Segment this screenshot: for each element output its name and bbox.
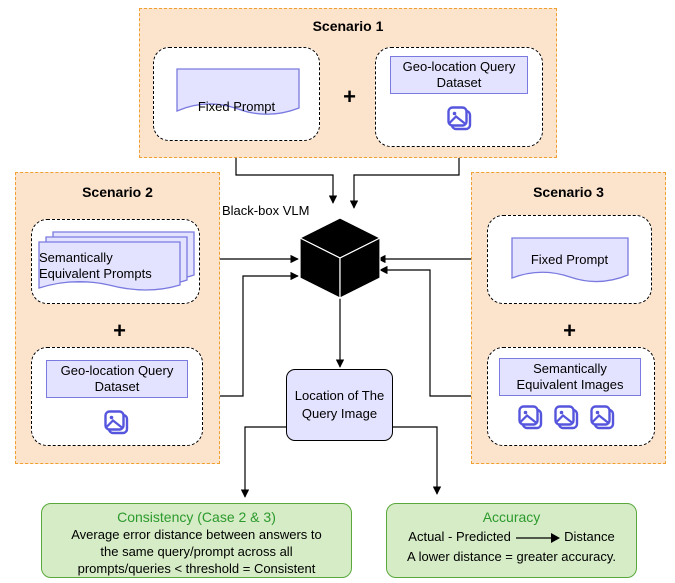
scenario-1-title: Scenario 1	[312, 18, 384, 34]
plus-sign: +	[343, 84, 356, 109]
plus-sign: +	[563, 318, 576, 343]
cube-icon	[298, 217, 382, 299]
arrow-right-icon	[515, 532, 560, 543]
arrow-s1-dataset-to-vlm	[349, 143, 460, 209]
image-icon	[518, 405, 543, 430]
fixed-prompt-label: Fixed Prompt	[530, 252, 609, 267]
accuracy-formula: Actual - Predicted Distance	[387, 528, 636, 545]
consistency-line-2: the same query/prompt across all	[100, 544, 293, 559]
plus-sign: +	[113, 318, 126, 343]
image-icon	[590, 405, 615, 430]
document-icon	[176, 68, 300, 115]
scenario-1-prompt-box: Fixed Prompt	[153, 47, 320, 141]
consistency-box: Consistency (Case 2 & 3) Average error d…	[41, 503, 352, 578]
scenario-1-panel: Scenario 1 Fixed Prompt + Geo-location Q…	[139, 8, 557, 158]
arrow-location-to-accuracy	[392, 426, 442, 495]
accuracy-title: Accuracy	[482, 509, 541, 525]
scenario-3-prompt-box: Fixed Prompt	[487, 215, 652, 304]
accuracy-formula-left: Actual - Predicted	[408, 529, 511, 544]
scenario-2-title: Scenario 2	[82, 184, 153, 200]
vlm-label: Black-box VLM	[222, 203, 310, 218]
image-icon	[554, 405, 579, 430]
document-icon	[511, 237, 629, 283]
image-icon	[104, 410, 129, 435]
image-icon	[447, 106, 472, 131]
accuracy-box: Accuracy Actual - Predicted Distance A l…	[386, 503, 637, 578]
arrow-s1-prompt-to-vlm	[235, 143, 338, 204]
document-stack-icon	[38, 231, 195, 291]
consistency-title: Consistency (Case 2 & 3)	[117, 509, 276, 525]
accuracy-line-2: A lower distance = greater accuracy.	[407, 549, 616, 564]
arrow-location-to-consistency	[240, 426, 287, 498]
fixed-prompt-label: Fixed Prompt	[197, 99, 276, 114]
consistency-line-3: prompts/queries < threshold = Consistent	[77, 561, 316, 576]
scenario-3-title: Scenario 3	[533, 184, 604, 200]
consistency-line-1: Average error distance between answers t…	[71, 527, 322, 542]
accuracy-formula-right: Distance	[564, 529, 615, 544]
arrow-s3-images-to-vlm	[379, 265, 486, 397]
